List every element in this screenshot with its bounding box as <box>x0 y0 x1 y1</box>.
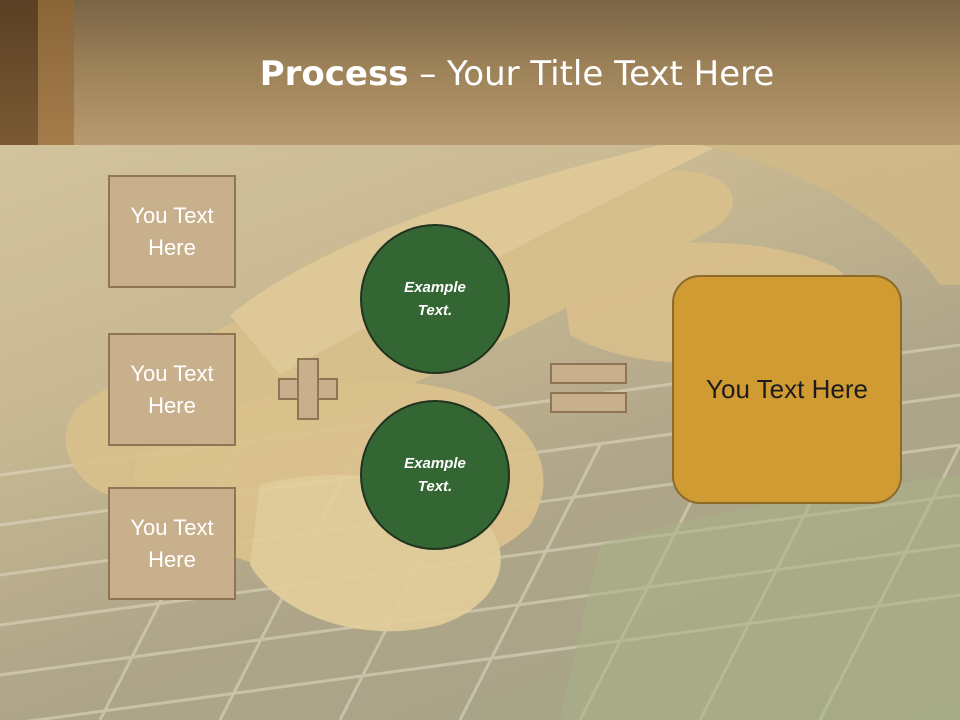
slide-title[interactable]: Process – Your Title Text Here <box>74 50 960 98</box>
input-box-3[interactable]: You Text Here <box>108 487 236 600</box>
input-box-text: You Text Here <box>130 202 214 260</box>
plus-center <box>299 380 317 398</box>
input-box-1[interactable]: You Text Here <box>108 175 236 288</box>
equals-bar-bottom <box>550 392 627 413</box>
equals-bar-top <box>550 363 627 384</box>
title-bar: Process – Your Title Text Here <box>0 0 960 145</box>
header-accent-strip <box>38 0 74 145</box>
input-box-text: You Text Here <box>130 360 214 418</box>
example-circle-1[interactable]: Example Text. <box>360 224 510 374</box>
input-box-2[interactable]: You Text Here <box>108 333 236 446</box>
circle-text: Example Text. <box>404 279 466 319</box>
circle-text: Example Text. <box>404 455 466 495</box>
title-bold: Process <box>259 54 409 94</box>
header-accent-strip <box>0 0 38 145</box>
result-text: You Text Here <box>706 374 868 404</box>
example-circle-2[interactable]: Example Text. <box>360 400 510 550</box>
result-box[interactable]: You Text Here <box>672 275 902 504</box>
input-box-text: You Text Here <box>130 514 214 572</box>
title-rest: – Your Title Text Here <box>408 54 775 94</box>
